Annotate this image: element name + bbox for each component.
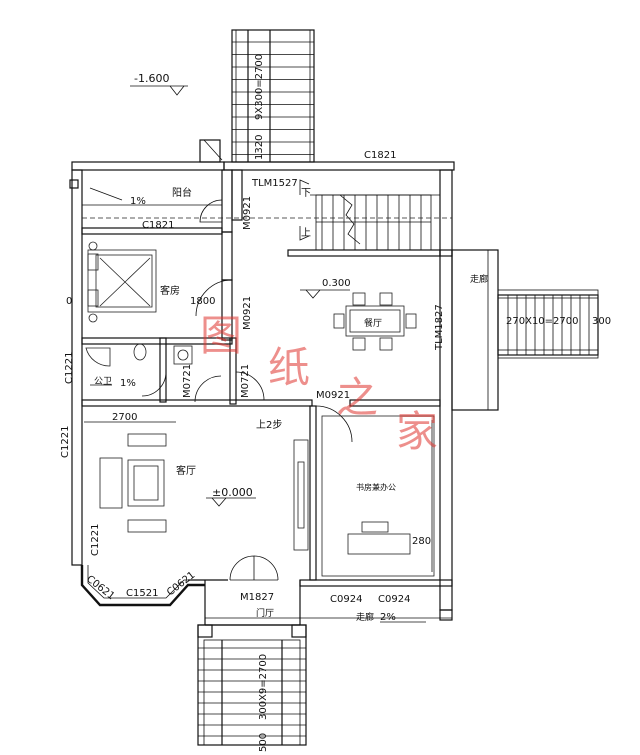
window-c1221-b: C1221: [60, 426, 71, 458]
room-foyer: 门厅: [256, 607, 274, 619]
door-m1827: M1827: [240, 592, 274, 603]
living-room-furniture: [99, 433, 309, 551]
doors: [141, 199, 353, 581]
room-bath: 公卫: [94, 376, 112, 387]
watermark-char-3: 之: [336, 373, 378, 422]
window-c1221-a: C1221: [64, 352, 75, 384]
interior-walls: [81, 169, 453, 581]
stair-top-len: 1320: [254, 135, 265, 160]
room-dining: 餐厅: [364, 317, 382, 329]
slope-arrows: [89, 187, 426, 623]
stair-bottom-dim: 300X9=2700: [258, 654, 269, 720]
dim-1800: 1800: [190, 296, 215, 307]
corner-post: [69, 179, 79, 189]
dim-2700: 2700: [112, 412, 137, 423]
stair-top-dim: 9X300=2700: [254, 54, 265, 120]
stair-bottom-end: 500: [258, 733, 269, 752]
room-balcony: 阳台: [172, 186, 192, 199]
slope-top: 1%: [130, 196, 146, 207]
window-c1521: C1521: [126, 588, 158, 599]
stair-down-label: 下: [301, 188, 311, 199]
watermark-char-2: 纸: [268, 343, 310, 392]
window-c0924-b: C0924: [378, 594, 410, 605]
window-c1221-c: C1221: [90, 524, 101, 556]
watermark-char-4: 家: [396, 407, 438, 456]
bottom-stair: [197, 624, 307, 746]
window-c1821-mid: C1821: [142, 220, 174, 231]
interior-stair: 下 上: [82, 179, 452, 251]
room-study: 书房兼办公: [356, 482, 396, 492]
bed: [87, 241, 157, 323]
slope-bath: 1%: [120, 378, 136, 389]
room-bedroom: 客房: [160, 284, 180, 297]
dim-zero: 0: [66, 296, 72, 307]
stair-right-end: 300: [592, 316, 611, 327]
door-m0721-a: M0721: [182, 364, 193, 398]
up-two-steps: 上2步: [256, 419, 282, 431]
dimension-lines: [82, 204, 222, 423]
corridor-right: 走廊: [470, 273, 488, 285]
corridor-bottom: 走廊: [356, 611, 374, 623]
window-c0924-a: C0924: [330, 594, 362, 605]
dim-280: 280: [412, 536, 431, 547]
room-living: 客厅: [176, 464, 196, 477]
elev-main: ±0.000: [212, 486, 253, 499]
door-m0921-a: M0921: [242, 196, 253, 230]
door-m0921-c: M0921: [316, 390, 350, 401]
bathroom-fixtures: [85, 343, 193, 367]
hood-block: [199, 139, 221, 163]
study-furniture: [321, 415, 435, 577]
door-m0721-b: M0721: [240, 364, 251, 398]
elevation-triangles: [206, 289, 350, 507]
door-tlm1527: TLM1527: [251, 178, 298, 189]
door-tlm1827: TLM1827: [434, 304, 445, 351]
window-c0621-a: C0621: [84, 574, 116, 603]
watermark: 图 纸 之 家: [200, 311, 438, 456]
top-stair: [231, 29, 315, 163]
stair-up-label: 上: [301, 227, 311, 239]
watermark-char-1: 图: [200, 311, 242, 360]
elev-top-label: -1.600: [134, 72, 169, 85]
elev-mid: 0.300: [322, 278, 351, 289]
elevation-mark-top: -1.600: [130, 72, 188, 96]
slope-bottom: 2%: [380, 612, 396, 623]
door-m0921-b: M0921: [242, 296, 253, 330]
stair-right-dim: 270X10=2700: [506, 316, 579, 327]
window-c1821-top: C1821: [364, 150, 396, 161]
right-exterior-stair: [451, 249, 599, 411]
dining-table: [333, 292, 417, 351]
